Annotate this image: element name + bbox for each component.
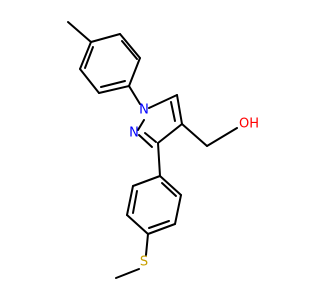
- bond-double: [170, 101, 176, 122]
- thioanisole-ring: [126, 175, 182, 235]
- bond-methyl: [67, 21, 92, 43]
- bond: [132, 175, 161, 187]
- bond: [174, 194, 182, 225]
- bond-s-methyl: [115, 268, 140, 279]
- bond: [159, 175, 182, 196]
- atom-n2-label: N: [129, 126, 139, 141]
- bond: [128, 57, 141, 87]
- bond-c3-aryl: [157, 142, 161, 177]
- bond: [147, 223, 176, 235]
- bond: [148, 94, 178, 109]
- bond: [90, 33, 121, 43]
- tolyl-ring: [79, 33, 141, 94]
- bond: [137, 119, 145, 131]
- bond-double: [132, 190, 138, 214]
- molecule-drawing: N N OH S: [67, 21, 259, 279]
- atom-s-label: S: [140, 255, 148, 270]
- pyrazole-ring: [137, 94, 183, 148]
- bond-ch2: [181, 123, 208, 147]
- bond: [126, 214, 149, 235]
- atom-oh-label: OH: [239, 117, 259, 132]
- bond: [157, 123, 183, 144]
- bond-double: [84, 46, 94, 69]
- atom-n1-label: N: [139, 103, 149, 118]
- bond-double: [161, 182, 177, 197]
- bond-c-s: [145, 233, 149, 256]
- bond-double: [144, 132, 157, 143]
- bond: [98, 85, 130, 94]
- bond: [126, 185, 134, 216]
- bond: [79, 41, 92, 70]
- bond-double: [148, 220, 170, 229]
- bond-double: [100, 80, 126, 88]
- bond: [176, 94, 183, 125]
- bond: [119, 33, 141, 59]
- bond: [138, 134, 153, 148]
- bond-double: [121, 40, 138, 60]
- structure-canvas: N N OH S: [67, 21, 259, 279]
- bond-c-o: [206, 127, 238, 147]
- bond-aryl-n1: [128, 85, 141, 105]
- bond: [79, 68, 100, 94]
